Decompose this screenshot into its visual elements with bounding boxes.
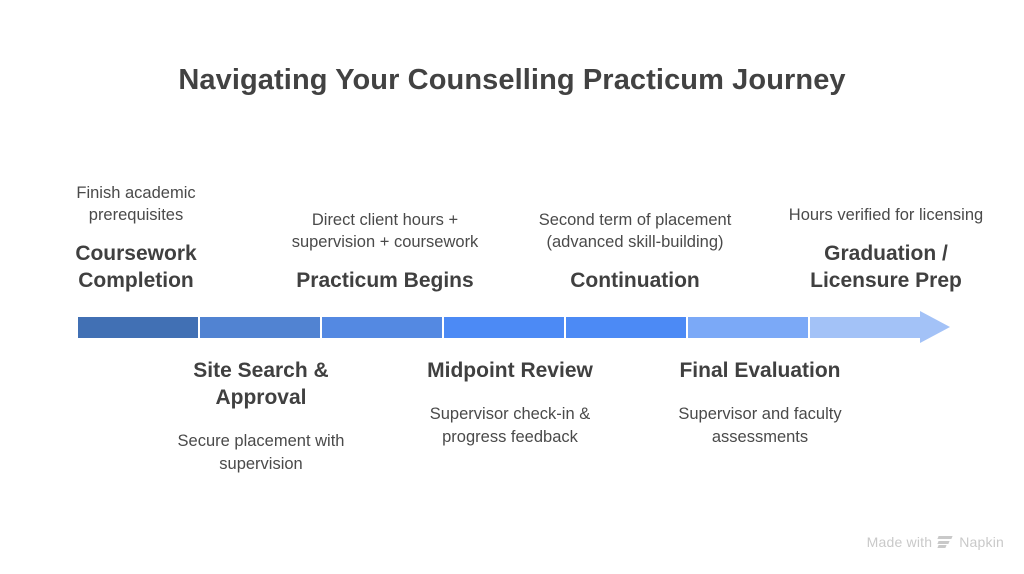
milestone-below-2: Midpoint Review Supervisor check-in & pr… (404, 358, 616, 448)
milestone-above-1: Finish academic prerequisites Coursework… (30, 182, 242, 295)
watermark-prefix: Made with (866, 534, 933, 550)
timeline-segment-4 (444, 317, 566, 338)
timeline-segment-1 (78, 317, 200, 338)
milestone-heading: Coursework Completion (75, 242, 197, 293)
milestone-description: Hours verified for licensing (788, 206, 984, 225)
milestone-heading: Graduation / Licensure Prep (810, 242, 962, 293)
milestone-below-3: Final Evaluation Supervisor and faculty … (654, 358, 866, 448)
timeline-segment-6 (688, 317, 810, 338)
milestone-description: Direct client hours + supervision + cour… (291, 210, 479, 252)
milestone-above-4: Hours verified for licensing Graduation … (780, 204, 992, 295)
timeline-segments (78, 317, 920, 338)
milestone-description: Supervisor check-in & progress feedback (429, 404, 591, 446)
milestone-below-1: Site Search & Approval Secure placement … (155, 358, 367, 475)
arrow-head-icon (920, 311, 950, 343)
milestone-description: Finish academic prerequisites (76, 183, 196, 225)
timeline-arrow (78, 311, 950, 343)
napkin-watermark: Made with Napkin (867, 534, 1004, 550)
milestone-heading: Continuation (570, 269, 700, 293)
napkin-logo-icon (937, 535, 953, 549)
watermark-brand: Napkin (959, 534, 1004, 550)
milestone-heading: Practicum Begins (296, 269, 474, 293)
milestone-description: Second term of placement (advanced skill… (538, 210, 732, 252)
milestone-description: Supervisor and faculty assessments (678, 404, 842, 446)
milestone-above-2: Direct client hours + supervision + cour… (282, 209, 488, 295)
timeline-segment-2 (200, 317, 322, 338)
milestone-heading: Site Search & Approval (193, 359, 329, 409)
milestone-heading: Midpoint Review (427, 359, 593, 382)
timeline-segment-7 (810, 317, 920, 338)
milestone-description: Secure placement with supervision (177, 431, 345, 473)
milestone-heading: Final Evaluation (679, 359, 841, 382)
milestone-above-3: Second term of placement (advanced skill… (534, 209, 736, 295)
timeline-segment-5 (566, 317, 688, 338)
page-title: Navigating Your Counselling Practicum Jo… (178, 64, 846, 96)
timeline-segment-3 (322, 317, 444, 338)
